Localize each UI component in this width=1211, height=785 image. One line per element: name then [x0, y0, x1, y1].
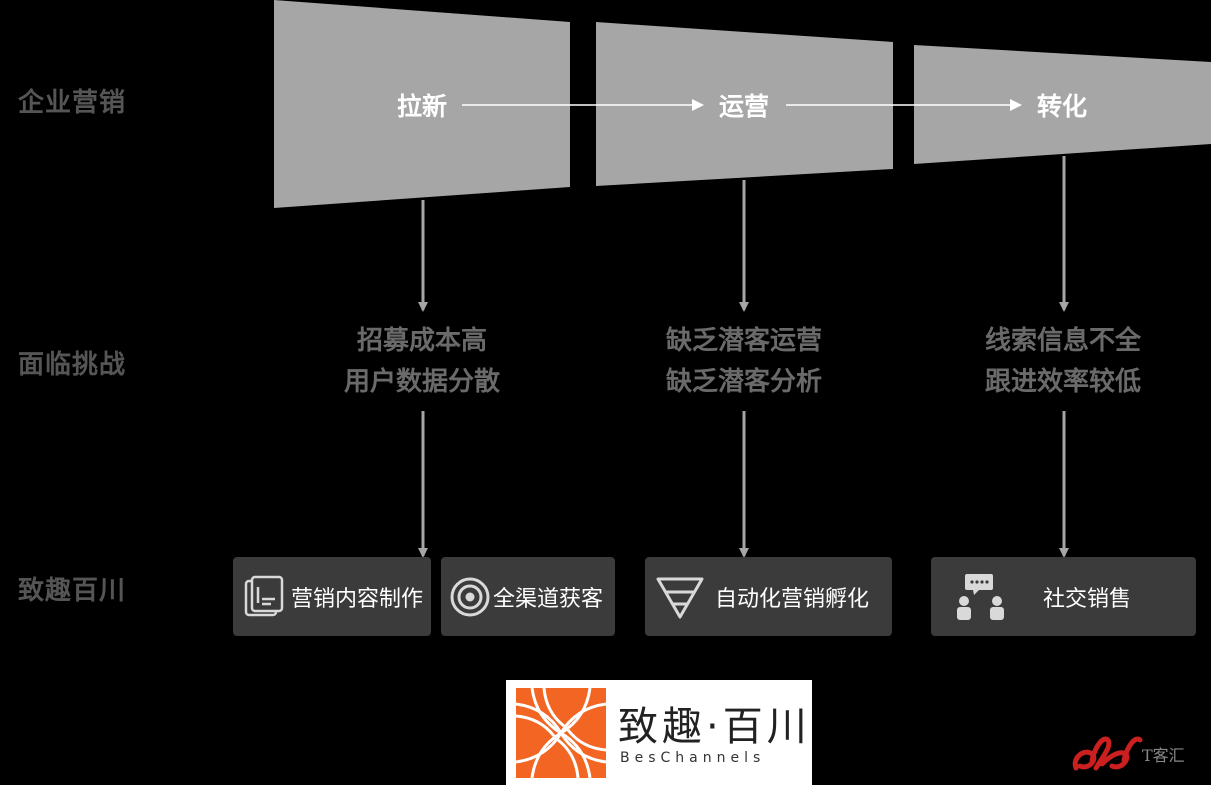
logo-english-name: BesChannels — [620, 750, 766, 766]
funnel-icon — [655, 575, 705, 619]
row-label-solutions: 致趣百川 — [18, 576, 127, 606]
challenge-line: 招募成本高 — [356, 326, 487, 356]
stage-label-acquire: 拉新 — [397, 92, 447, 121]
stage-label-operate: 运营 — [719, 92, 769, 121]
solution-omnichannel[interactable]: 全渠道获客 — [441, 557, 615, 636]
challenge-line: 缺乏潜客分析 — [665, 367, 822, 397]
challenge-line: 缺乏潜客运营 — [665, 326, 822, 356]
target-icon — [449, 576, 491, 618]
document-icon — [243, 575, 287, 619]
challenge-operate: 缺乏潜客运营 缺乏潜客分析 — [614, 321, 874, 403]
beschannels-logo: 致趣·百川 BesChannels — [506, 680, 812, 785]
solution-label: 社交销售 — [1043, 586, 1132, 612]
solution-content-production[interactable]: 营销内容制作 — [233, 557, 431, 636]
watermark-logo-icon — [1072, 736, 1143, 771]
challenge-line: 用户数据分散 — [343, 367, 500, 397]
stage-label-convert: 转化 — [1037, 92, 1087, 121]
funnel-panel-convert — [914, 45, 1211, 164]
watermark-text: T客汇 — [1142, 746, 1185, 765]
challenge-acquire: 招募成本高 用户数据分散 — [292, 321, 552, 403]
solution-label: 营销内容制作 — [291, 586, 424, 612]
funnel-panel-acquire — [274, 0, 570, 208]
logo-chinese-name: 致趣·百川 — [618, 704, 811, 750]
funnel-panel-operate — [596, 22, 893, 186]
challenge-convert: 线索信息不全 跟进效率较低 — [933, 321, 1193, 403]
challenge-line: 线索信息不全 — [984, 326, 1141, 356]
solution-automation[interactable]: 自动化营销孵化 — [645, 557, 892, 636]
logo-mark-icon — [516, 688, 606, 778]
chat-people-icon — [955, 573, 1007, 621]
challenge-line: 跟进效率较低 — [984, 367, 1141, 397]
row-label-challenges: 面临挑战 — [18, 350, 127, 380]
solution-social-selling[interactable]: 社交销售 — [931, 557, 1196, 636]
solution-label: 全渠道获客 — [493, 586, 604, 612]
solution-label: 自动化营销孵化 — [715, 586, 870, 612]
row-label-marketing: 企业营销 — [18, 88, 127, 118]
